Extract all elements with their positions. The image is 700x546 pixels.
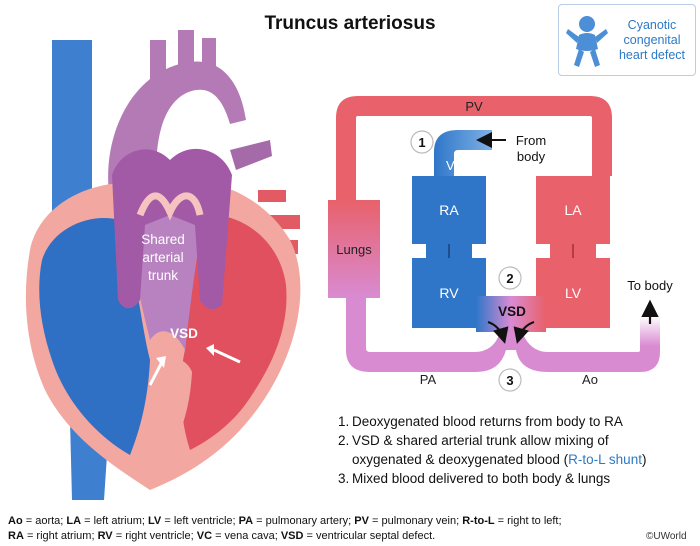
- lungs-box: [328, 200, 380, 298]
- legend-def: = vena cava;: [212, 530, 281, 542]
- trunk-label-3: trunk: [148, 268, 178, 283]
- lungs-label: Lungs: [336, 242, 372, 257]
- shared-arterial-trunk: [112, 148, 232, 310]
- abbreviation-legend: Ao = aorta; LA = left atrium; LV = left …: [8, 514, 648, 544]
- legend-abbr: VC: [196, 530, 213, 542]
- arch-branch: [150, 40, 166, 80]
- legend-def: = right ventricle;: [112, 530, 197, 542]
- badge-line-1: Cyanotic: [627, 18, 677, 32]
- right-atrium-box: [412, 176, 486, 244]
- ra-rv-valve: [448, 244, 450, 258]
- pulmonary-branch: [230, 140, 272, 170]
- vsd-arrow-left: [148, 356, 166, 386]
- rv-label: RV: [439, 285, 459, 301]
- legend-abbr: LV: [148, 515, 162, 527]
- step-marker-1-label: 1: [418, 135, 425, 150]
- legend-abbr: LA: [66, 515, 82, 527]
- trunk-label-2: arterial: [142, 250, 183, 265]
- heart-vsd-label: VSD: [170, 326, 198, 341]
- schematic-vsd-label: VSD: [498, 304, 526, 319]
- legend-def: = aorta;: [22, 515, 67, 527]
- step-3: 3. Mixed blood delivered to both body & …: [338, 469, 693, 488]
- step-marker-2: 2: [498, 266, 522, 290]
- legend-abbr: RA: [8, 530, 24, 542]
- legend-def: = pulmonary vein;: [368, 515, 463, 527]
- legend-abbr: PV: [354, 515, 369, 527]
- step-3-text: Mixed blood delivered to both body & lun…: [352, 471, 611, 486]
- step-2-text-b: oxygenated & deoxygenated blood (: [352, 452, 569, 467]
- pv-label: PV: [465, 99, 483, 114]
- legend-def: = left ventricle;: [161, 515, 239, 527]
- legend-def: = right to left;: [494, 515, 562, 527]
- la-lv-valve: [572, 244, 574, 258]
- vsd-arrow-from-lv: [513, 321, 535, 344]
- legend-abbr: RV: [97, 530, 113, 542]
- pulmonary-vein-loop: [336, 96, 612, 200]
- left-ventricle-box: [536, 258, 610, 328]
- legend-abbr: R-to-L: [462, 515, 495, 527]
- step-2-text-a: VSD & shared arterial trunk allow mixing…: [352, 433, 609, 448]
- legend-def: = pulmonary artery;: [253, 515, 355, 527]
- step-marker-3: 3: [498, 368, 522, 392]
- vsd-bridge: [476, 296, 546, 332]
- legend-def: = ventricular septal defect.: [303, 530, 436, 542]
- badge-line-2: congenital: [623, 33, 681, 47]
- steps-list: 1. Deoxygenated blood returns from body …: [338, 412, 693, 488]
- pulmonary-vein-stub: [258, 190, 286, 202]
- step-2-text-c: ): [641, 452, 647, 467]
- heart-illustration: Shared arterial trunk VSD: [25, 30, 301, 500]
- from-body-label-1: From: [516, 133, 546, 148]
- arch-branch: [202, 38, 216, 72]
- step-marker-1: 1: [410, 130, 434, 154]
- superior-vena-cava: [52, 40, 92, 240]
- from-body-label-2: body: [517, 149, 546, 164]
- interventricular-septum: [153, 358, 192, 470]
- left-atrium-box: [536, 176, 610, 244]
- page-title: Truncus arteriosus: [264, 13, 436, 34]
- step-1-number: 1.: [338, 414, 350, 429]
- step-3-number: 3.: [338, 471, 350, 486]
- vsd-arrow-from-rv: [487, 321, 509, 344]
- vc-label: VC: [446, 158, 464, 173]
- step-1-text: Deoxygenated blood returns from body to …: [352, 414, 623, 429]
- step-2-shunt: R-to-L shunt: [568, 452, 642, 467]
- pa-label: PA: [420, 372, 437, 387]
- legend-abbr: Ao: [8, 515, 23, 527]
- right-ventricle-box: [412, 258, 486, 328]
- copyright: ©UWorld: [646, 531, 687, 542]
- circulation-schematic: PV VC From body RA LA RV LV Lungs VSD To…: [328, 96, 673, 392]
- step-1: 1. Deoxygenated blood returns from body …: [338, 412, 693, 431]
- step-marker-2-label: 2: [506, 271, 513, 286]
- lv-label: LV: [565, 285, 582, 301]
- step-marker-3-label: 3: [506, 373, 513, 388]
- ra-label: RA: [439, 202, 459, 218]
- vsd-arrow-right: [206, 344, 241, 364]
- legend-def: = right atrium;: [23, 530, 98, 542]
- cyanotic-badge: Cyanotic congenital heart defect: [558, 4, 696, 76]
- badge-text: Cyanotic congenital heart defect: [611, 18, 693, 63]
- baby-icon: [566, 16, 608, 67]
- legend-abbr: VSD: [280, 530, 304, 542]
- badge-line-3: heart defect: [618, 48, 685, 62]
- la-label: LA: [564, 202, 582, 218]
- trunk-label-1: Shared: [141, 232, 185, 247]
- truncal-valve: [136, 192, 204, 221]
- to-body-label: To body: [627, 278, 673, 293]
- legend-def: = left atrium;: [81, 515, 149, 527]
- ao-label: Ao: [582, 372, 598, 387]
- legend-abbr: PA: [238, 515, 254, 527]
- to-body-stub: [640, 316, 660, 346]
- arch-branch: [178, 30, 194, 70]
- step-2-number: 2.: [338, 433, 350, 448]
- step-2: 2. VSD & shared arterial trunk allow mix…: [338, 431, 693, 469]
